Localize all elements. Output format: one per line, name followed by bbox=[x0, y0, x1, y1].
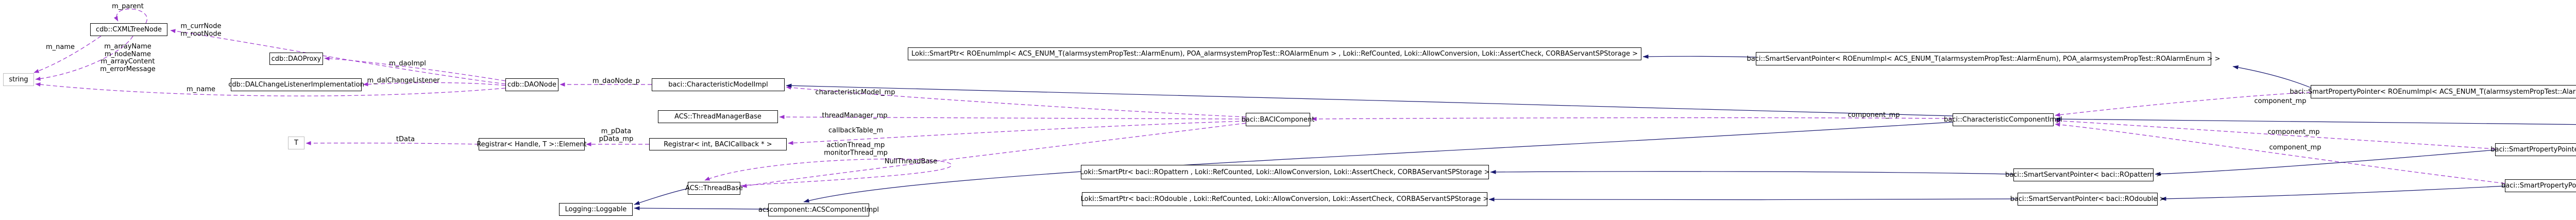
node-characteristiccomponentimpl[interactable]: baci::CharacteristicComponentImpl bbox=[1944, 113, 2062, 126]
edge-inherit-baciproptest-characteristiccomponentimpl bbox=[2055, 117, 2576, 125]
node-string: string bbox=[3, 73, 34, 86]
node-threadmanagerbase[interactable]: ACS::ThreadManagerBase bbox=[658, 110, 778, 123]
node-loki-smartptr-rodouble[interactable]: Loki::SmartPtr< baci::ROdouble , Loki::R… bbox=[1081, 192, 1488, 206]
node-logging-loggable[interactable]: Logging::Loggable bbox=[559, 203, 633, 216]
edge-label-tdata: tData bbox=[396, 136, 415, 144]
edge-label-line: component_mp bbox=[2254, 97, 2307, 105]
node-registrar-element[interactable]: Registrar< Handle, T >::Element bbox=[477, 138, 587, 150]
node-acscomponentimpl[interactable]: acscomponent::ACSComponentImpl bbox=[758, 204, 879, 216]
edge-label-line: m_currNode bbox=[180, 22, 222, 30]
node-daoproxy[interactable]: cdb::DAOProxy bbox=[269, 53, 323, 65]
edge-label-component-mp-rodouble: component_mp bbox=[2269, 144, 2321, 152]
edge-label-line: component_mp bbox=[2267, 128, 2320, 136]
edge-label-line: m_rootNode bbox=[180, 30, 222, 38]
edge-label-line: component_mp bbox=[2269, 143, 2321, 151]
edge-label-line: m_arrayName bbox=[104, 43, 151, 50]
edge-nullthreadbase bbox=[704, 158, 952, 186]
edge-label-m-name-daonode: m_name bbox=[187, 86, 215, 94]
node-smartservantpointer-roenumimpl[interactable]: baci::SmartServantPointer< ROEnumImpl< A… bbox=[1747, 52, 2221, 65]
edge-label-line: actionThread_mp bbox=[826, 141, 885, 149]
node-loki-smartptr-roenumimpl[interactable]: Loki::SmartPtr< ROEnumImpl< ACS_ENUM_T(a… bbox=[908, 47, 1641, 60]
edge-m-parent bbox=[113, 8, 147, 24]
node-smartservantpointer-ropattern[interactable]: baci::SmartServantPointer< baci::ROpatte… bbox=[2005, 168, 2162, 181]
edge-label-component-mp-enum: component_mp bbox=[2254, 97, 2307, 106]
edge-label-line: callbackTable_m bbox=[828, 126, 884, 134]
node-cxmltreenode[interactable]: cdb::CXMLTreeNode bbox=[90, 23, 167, 36]
edge-label-nullthreadbase: NullThreadBase bbox=[885, 158, 937, 166]
edge-m-currnode-m-rootnode bbox=[170, 29, 506, 84]
edge-label-m-parent: m_parent bbox=[112, 3, 144, 11]
edge-label-callbacktable-m: callbackTable_m bbox=[828, 127, 883, 135]
edge-inherit-ssp-ropattern-loki-ropattern bbox=[1490, 170, 2014, 175]
node-loki-smartptr-ropattern[interactable]: Loki::SmartPtr< baci::ROpattern , Loki::… bbox=[1080, 165, 1490, 179]
edge-inherit-charcomp-acscomponentimpl bbox=[803, 122, 1953, 203]
edge-label-m-daonode-p: m_daoNode_p bbox=[592, 77, 640, 86]
edge-label-line: pData_mp bbox=[599, 135, 634, 143]
node-daonode[interactable]: cdb::DAONode bbox=[505, 78, 558, 91]
edge-label-line: m_parent bbox=[112, 2, 144, 10]
edge-m-name-cxmltreenode bbox=[33, 36, 101, 73]
edge-actionthread-monitorthread bbox=[741, 123, 1246, 188]
edge-label-line: m_name bbox=[186, 85, 216, 93]
edge-label-threadmanager-mp: threadManager_mp bbox=[822, 112, 887, 120]
edge-label-characteristicmodel-mp: characteristicModel_mp bbox=[816, 89, 895, 97]
edge-label-m-daoimpl: m_daoImpl bbox=[389, 60, 426, 68]
edge-label-line: m_name bbox=[45, 43, 75, 51]
edge-threadmanager-mp bbox=[779, 115, 1246, 120]
edge-label-line: NullThreadBase bbox=[884, 157, 938, 165]
edge-label-line: m_daoImpl bbox=[389, 59, 426, 67]
edge-component-mp-enum bbox=[2055, 92, 2311, 117]
edge-label-line: m_daoNode_p bbox=[592, 77, 640, 85]
edge-m-name-daonode bbox=[35, 82, 506, 96]
node-acs-threadbase[interactable]: ACS::ThreadBase bbox=[685, 182, 743, 195]
edge-m-daoimpl bbox=[324, 56, 506, 81]
edge-label-line: tData bbox=[396, 135, 415, 143]
node-t: T bbox=[288, 137, 304, 149]
node-bacicomponent[interactable]: baci::BACIComponent bbox=[1242, 113, 1314, 126]
edge-label-line: m_arrayContent bbox=[100, 58, 155, 65]
node-dalchangelistenerimplementation[interactable]: cdb::DALChangeListenerImplementation bbox=[228, 78, 364, 91]
edge-inherit-threadbase-loggable bbox=[634, 188, 688, 205]
node-characteristicmodelimpl[interactable]: baci::CharacteristicModelImpl bbox=[652, 78, 785, 91]
edge-inherit-spp-ropattern-ssp-ropattern bbox=[2155, 149, 2496, 176]
edge-inherit-ssp-rodouble-loki-rodouble bbox=[1488, 197, 2018, 202]
edge-characteristicmodel-mp bbox=[786, 85, 1246, 117]
node-smartservantpointer-rodouble[interactable]: baci::SmartServantPointer< baci::ROdoubl… bbox=[2010, 193, 2165, 206]
edge-label-line: m_dalChangeListener bbox=[367, 76, 440, 84]
edge-inherit-charcomp-charmodel bbox=[786, 83, 1953, 116]
node-registrar-int-bacicallback[interactable]: Registrar< int, BACICallback * > bbox=[649, 138, 787, 150]
edge-m-array-fields bbox=[35, 36, 133, 81]
edge-component-mp-bacicomponent bbox=[1311, 116, 1953, 121]
edge-label-component-mp-bacicomponent: component_mp bbox=[1848, 111, 1900, 120]
edge-component-mp-ropattern bbox=[2055, 119, 2496, 149]
edge-label-line: threadManager_mp bbox=[822, 111, 888, 120]
edge-label-line: component_mp bbox=[1848, 111, 1900, 119]
edge-label-m-dalchangelistener: m_dalChangeListener bbox=[367, 77, 439, 85]
edge-label-component-mp-ropattern: component_mp bbox=[2267, 128, 2320, 137]
edge-label-line: m_errorMessage bbox=[100, 65, 156, 73]
node-smartpropertypointer-rodouble[interactable]: baci::SmartPropertyPointer< baci::ROdoub… bbox=[2501, 179, 2576, 192]
edge-callbacktable-m bbox=[788, 121, 1246, 145]
edge-tdata bbox=[306, 141, 479, 145]
edge-inherit-spp-enum-ssp-enum bbox=[2232, 65, 2311, 88]
node-smartpropertypointer-ropattern[interactable]: baci::SmartPropertyPointer< baci::ROpatt… bbox=[2490, 143, 2576, 156]
edge-inherit-acscomponentimpl-loggable bbox=[634, 206, 769, 211]
edge-label-line: m_nodeName bbox=[105, 50, 151, 58]
edge-inherit-spp-rodouble-ssp-rodouble bbox=[2160, 185, 2505, 201]
edge-component-mp-rodouble bbox=[2055, 122, 2505, 184]
edge-inherit-ssp-enum-lokismartptr-enum bbox=[1642, 54, 1756, 59]
edge-label-m-name-cxmltreenode: m_name bbox=[45, 43, 75, 52]
edge-label-line: m_pData bbox=[601, 127, 632, 136]
edge-label-line: characteristicModel_mp bbox=[815, 88, 895, 96]
node-smartpropertypointer-roenumimpl[interactable]: baci::SmartPropertyPointer< ROEnumImpl< … bbox=[2290, 85, 2576, 98]
edge-m-dalchangelistener bbox=[363, 82, 506, 87]
edge-label-line: monitorThread_mp bbox=[824, 149, 888, 157]
